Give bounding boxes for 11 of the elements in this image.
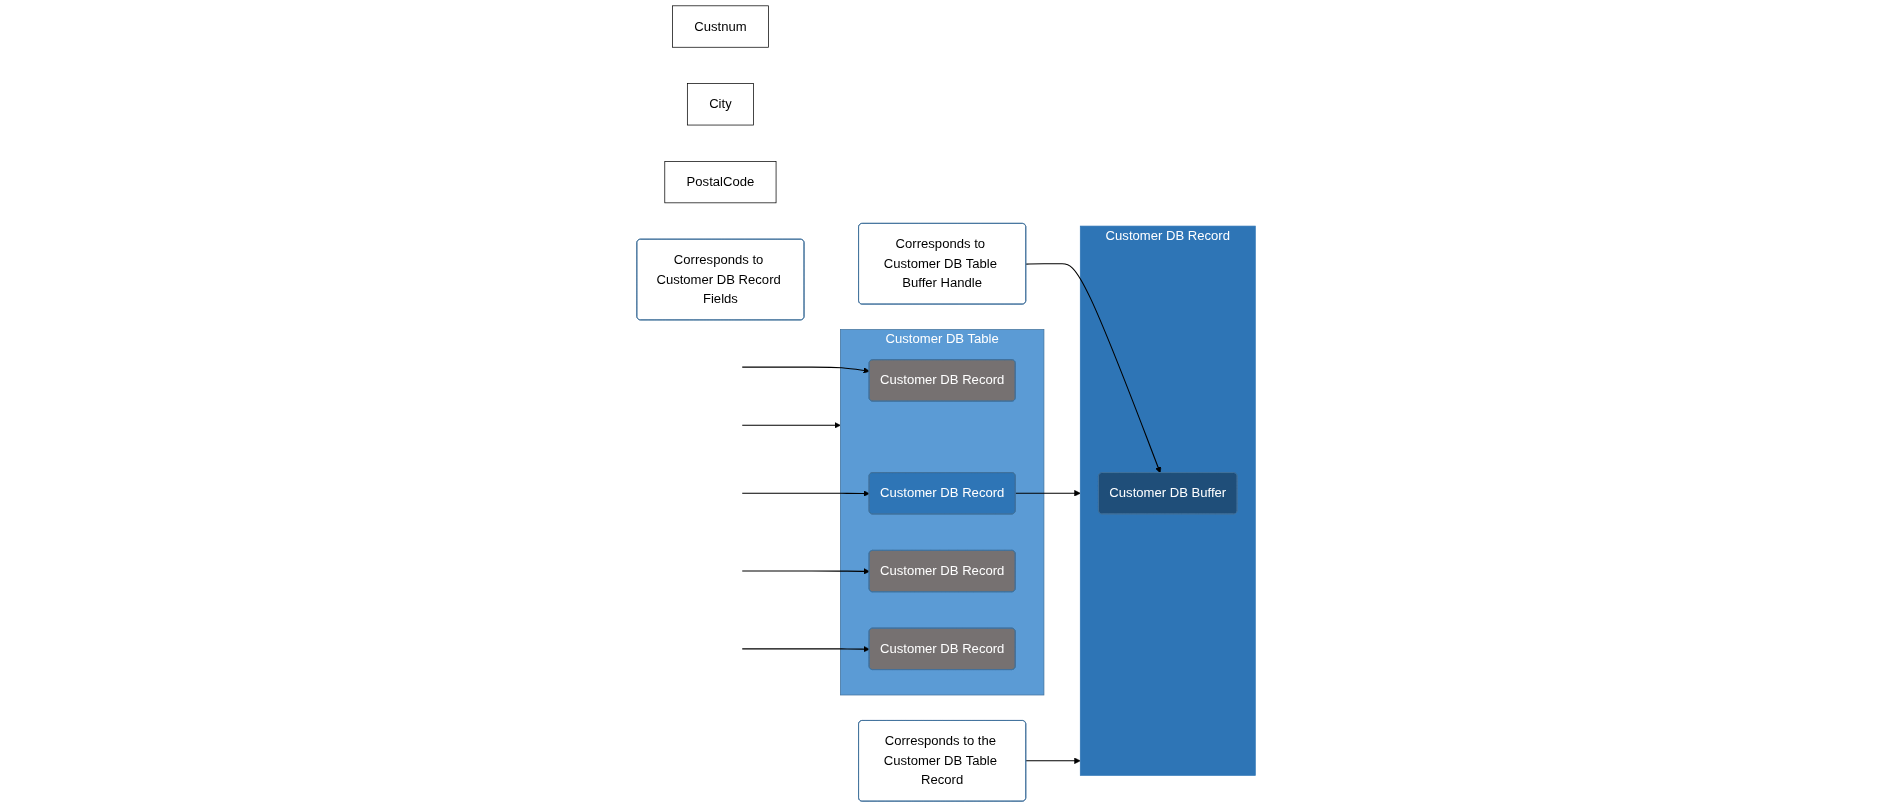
arrow (1026, 263, 1162, 474)
node-box: PostalCode (664, 161, 777, 204)
arrow (742, 366, 871, 374)
arrow (1025, 757, 1081, 764)
node-box: City (687, 83, 755, 126)
arrow (742, 645, 871, 653)
arrow (742, 490, 871, 497)
arrow (1015, 490, 1081, 497)
node-box: Custnum (672, 5, 770, 48)
arrow (742, 422, 842, 429)
arrow (742, 568, 871, 575)
